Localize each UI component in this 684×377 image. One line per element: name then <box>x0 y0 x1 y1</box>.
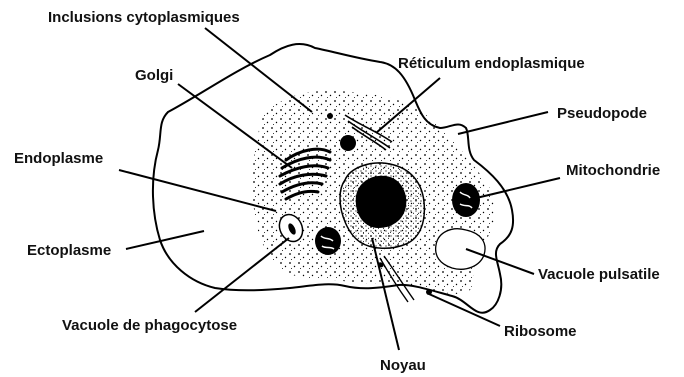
label-mitochondrie: Mitochondrie <box>566 162 660 179</box>
label-vacuole-phagocytose: Vacuole de phagocytose <box>62 317 237 334</box>
label-reticulum: Réticulum endoplasmique <box>398 55 585 72</box>
label-ribosome: Ribosome <box>504 323 577 340</box>
contractile-vacuole <box>436 229 485 269</box>
label-ectoplasme: Ectoplasme <box>27 242 111 259</box>
mitochondrion-lower <box>315 227 341 255</box>
label-inclusions: Inclusions cytoplasmiques <box>48 9 240 26</box>
label-noyau: Noyau <box>380 357 426 374</box>
nucleolus <box>356 176 407 228</box>
label-golgi: Golgi <box>135 67 173 84</box>
inclusion-granule-small <box>327 113 333 119</box>
label-pseudopode: Pseudopode <box>557 105 647 122</box>
inclusion-granule <box>340 135 356 151</box>
mitochondrion <box>452 183 480 217</box>
label-endoplasme: Endoplasme <box>14 150 103 167</box>
leader-pseudopode <box>458 112 548 134</box>
label-vacuole-pulsatile: Vacuole pulsatile <box>538 266 660 283</box>
